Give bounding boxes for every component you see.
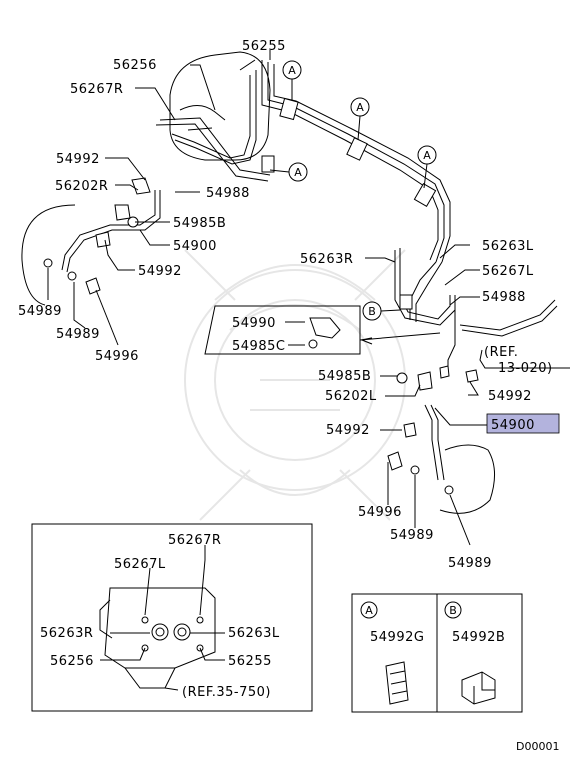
label-54985B-a: 54985B <box>173 216 226 231</box>
label-54996-b: 54996 <box>358 505 402 520</box>
label-54989-b: 54989 <box>56 327 100 342</box>
left-disc <box>21 204 101 306</box>
right-disc <box>387 444 495 514</box>
label-54988-b: 54988 <box>482 290 526 305</box>
callout-B-1: B <box>368 305 376 318</box>
label-54992-a: 54992 <box>56 152 100 167</box>
callouts: A A A A B <box>269 60 437 321</box>
legend-part-B: 54992B <box>452 630 505 645</box>
label-54996-a: 54996 <box>95 349 139 364</box>
inset-label-56256: 56256 <box>50 654 94 669</box>
diagram-code: D00001 <box>516 740 559 753</box>
label-54990: 54990 <box>232 316 276 331</box>
clip-B-icon <box>461 671 496 705</box>
label-56202L: 56202L <box>325 389 377 404</box>
label-56267L: 56267L <box>482 264 534 279</box>
label-54988-a: 54988 <box>206 186 250 201</box>
label-54985C: 54985C <box>232 339 285 354</box>
label-54900-b: 54900 <box>491 418 535 433</box>
highlight-54900 <box>486 413 560 434</box>
inset-label-56267R: 56267R <box>168 533 221 548</box>
part-labels: 56255 56256 56267R 54992 56202R 54988 54… <box>18 39 560 571</box>
label-54992-d: 54992 <box>326 423 370 438</box>
label-56267R: 56267R <box>70 82 123 97</box>
legend-part-A: 54992G <box>370 630 424 645</box>
ref-13-020-line1: (REF. <box>484 345 518 360</box>
label-56255: 56255 <box>242 39 286 54</box>
inset-label-56263L: 56263L <box>228 626 280 641</box>
callout-A-3: A <box>423 149 431 162</box>
label-54989-d: 54989 <box>448 556 492 571</box>
label-56263L: 56263L <box>482 239 534 254</box>
inset-label-56263R: 56263R <box>40 626 93 641</box>
brake-pipes <box>61 60 558 481</box>
inset-label-56267L: 56267L <box>114 557 166 572</box>
label-54989-a: 54989 <box>18 304 62 319</box>
watermark-emblem <box>184 249 406 521</box>
inset-label-56255: 56255 <box>228 654 272 669</box>
callout-A-1: A <box>288 64 296 77</box>
abs-inset: 56267R 56267L 56263R 56263L 56256 56255 … <box>31 523 313 712</box>
ref-13-020-line2: 13-020) <box>498 361 553 376</box>
label-56202R: 56202R <box>55 179 108 194</box>
legend-letter-B: B <box>449 604 457 617</box>
leader-lines <box>47 50 570 546</box>
brackets-clips <box>95 177 479 438</box>
pipe-clamps <box>261 97 437 310</box>
label-54985B-b: 54985B <box>318 369 371 384</box>
label-54900-a: 54900 <box>173 239 217 254</box>
label-56263R: 56263R <box>300 252 353 267</box>
ref-35-750: (REF.35-750) <box>182 685 271 700</box>
detail-box <box>204 305 441 355</box>
clip-legend: A B 54992G 54992B <box>351 593 523 713</box>
callout-A-2: A <box>356 101 364 114</box>
callout-A-4: A <box>294 166 302 179</box>
label-54992-b: 54992 <box>138 264 182 279</box>
legend-letter-A: A <box>365 604 373 617</box>
label-56256: 56256 <box>113 58 157 73</box>
label-54992-c: 54992 <box>488 389 532 404</box>
label-54989-c: 54989 <box>390 528 434 543</box>
